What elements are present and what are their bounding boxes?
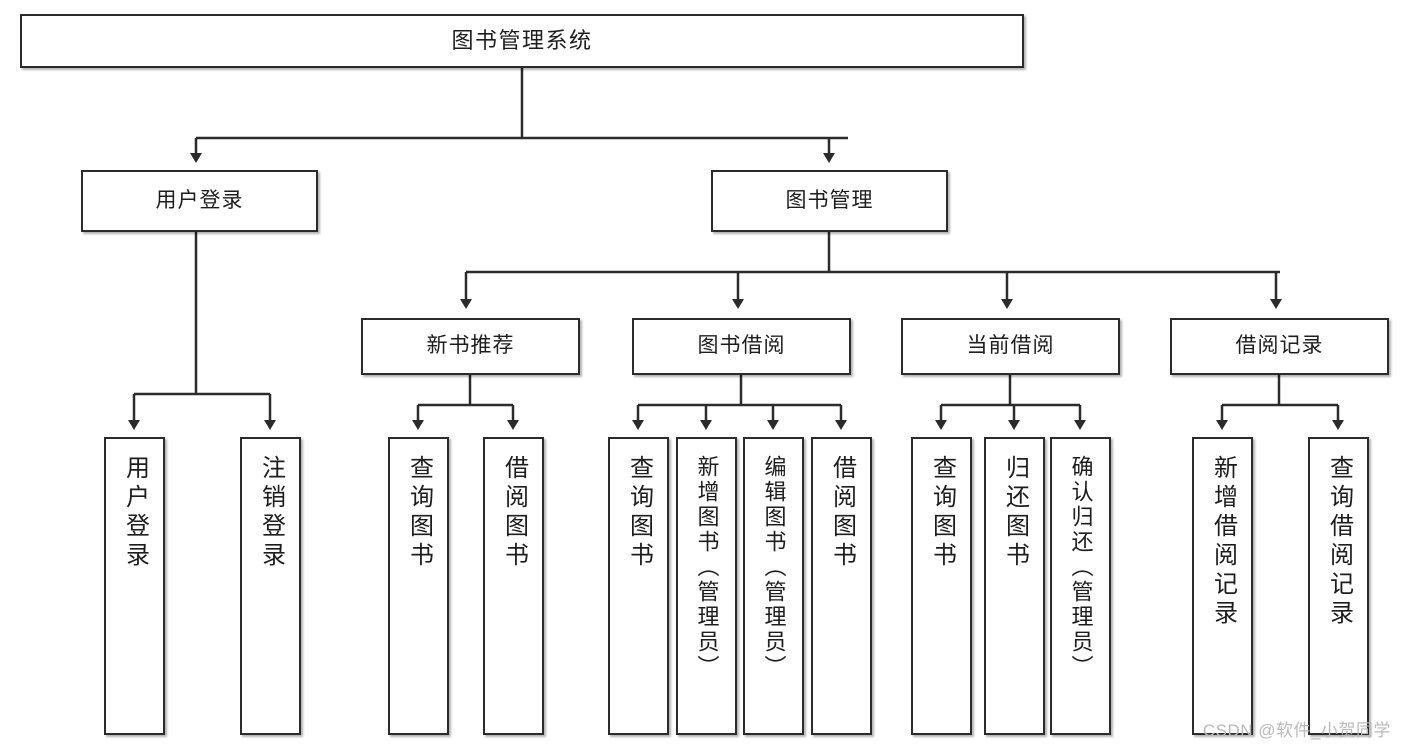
node-leaf-confirm-return[interactable]: 确认归还（管理员） <box>1050 437 1111 735</box>
node-new-book-recommend-label: 新书推荐 <box>426 334 515 358</box>
node-leaf-query-record[interactable]: 查询借阅记录 <box>1308 437 1369 735</box>
node-leaf-user-login-label: 用户登录 <box>121 455 149 571</box>
node-leaf-edit-book[interactable]: 编辑图书（管理员） <box>743 437 804 735</box>
node-book-borrow-label: 图书借阅 <box>697 334 786 358</box>
node-book-management[interactable]: 图书管理 <box>711 170 948 232</box>
node-user-login-label: 用户登录 <box>155 188 244 212</box>
node-current-borrow[interactable]: 当前借阅 <box>901 318 1120 375</box>
node-leaf-query-book-2-label: 查询图书 <box>625 455 653 571</box>
node-leaf-confirm-return-label: 确认归还（管理员） <box>1068 455 1094 680</box>
node-leaf-add-record-label: 新增借阅记录 <box>1209 455 1237 629</box>
node-leaf-query-book-3[interactable]: 查询图书 <box>911 437 972 735</box>
node-book-management-label: 图书管理 <box>785 188 874 212</box>
node-leaf-query-book-3-label: 查询图书 <box>928 455 956 571</box>
node-book-borrow[interactable]: 图书借阅 <box>632 318 851 375</box>
node-leaf-logout-label: 注销登录 <box>257 455 285 571</box>
node-borrow-record[interactable]: 借阅记录 <box>1170 318 1389 375</box>
node-leaf-return-book-label: 归还图书 <box>1001 455 1029 571</box>
node-leaf-borrow-book-1-label: 借阅图书 <box>500 455 528 571</box>
node-borrow-record-label: 借阅记录 <box>1235 334 1324 358</box>
node-leaf-edit-book-label: 编辑图书（管理员） <box>761 455 787 680</box>
node-leaf-borrow-book-1[interactable]: 借阅图书 <box>483 437 544 735</box>
node-current-borrow-label: 当前借阅 <box>966 334 1055 358</box>
node-leaf-logout[interactable]: 注销登录 <box>240 437 301 735</box>
node-root[interactable]: 图书管理系统 <box>20 14 1024 68</box>
node-leaf-query-record-label: 查询借阅记录 <box>1325 455 1353 629</box>
node-new-book-recommend[interactable]: 新书推荐 <box>361 318 580 375</box>
node-leaf-return-book[interactable]: 归还图书 <box>984 437 1045 735</box>
node-leaf-borrow-book-2[interactable]: 借阅图书 <box>811 437 872 735</box>
node-user-login[interactable]: 用户登录 <box>81 170 318 232</box>
node-leaf-user-login[interactable]: 用户登录 <box>104 437 165 735</box>
node-leaf-borrow-book-2-label: 借阅图书 <box>828 455 856 571</box>
node-leaf-add-book-label: 新增图书（管理员） <box>694 455 720 680</box>
node-leaf-add-record[interactable]: 新增借阅记录 <box>1192 437 1253 735</box>
node-leaf-add-book[interactable]: 新增图书（管理员） <box>676 437 737 735</box>
node-leaf-query-book-2[interactable]: 查询图书 <box>608 437 669 735</box>
csdn-watermark: CSDN @软件_小贺同学 <box>1202 721 1391 740</box>
node-root-label: 图书管理系统 <box>451 28 593 54</box>
node-leaf-query-book-1[interactable]: 查询图书 <box>388 437 449 735</box>
node-leaf-query-book-1-label: 查询图书 <box>405 455 433 571</box>
